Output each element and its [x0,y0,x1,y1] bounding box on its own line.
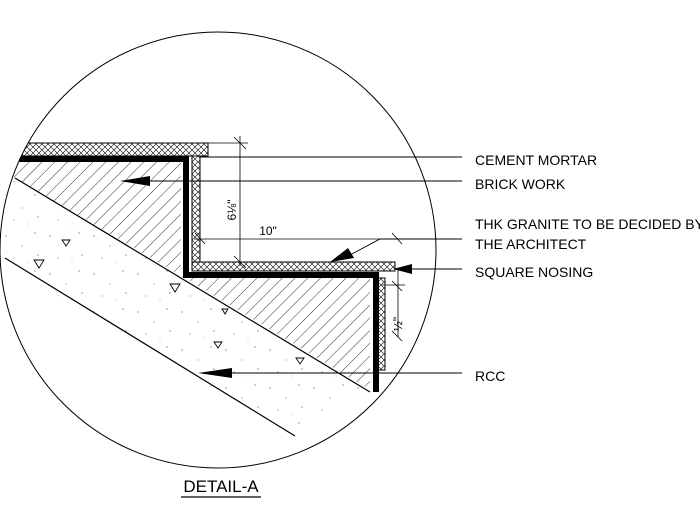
granite-riser [191,155,201,263]
rcc-bottom-edge [4,257,296,437]
nosing-dimension-text: ½" [391,317,405,331]
leader-granite [330,238,462,262]
label-granite-line2: THE ARCHITECT [475,236,587,252]
rcc-slab [0,170,370,436]
granite-tread-lower [191,261,396,272]
granite-tread-upper [0,142,209,157]
detail-circle [0,31,437,469]
concrete-aggregate-markers [33,239,305,365]
rcc-top-edge [14,177,371,393]
brick-work-upper [0,162,185,278]
riser-dimension [205,136,248,269]
label-brick-work: BRICK WORK [475,176,566,192]
tread-dimension-text: 10" [259,224,277,238]
label-cement-mortar: CEMENT MORTAR [475,152,597,168]
label-square-nosing: SQUARE NOSING [475,264,593,280]
granite-riser-lower [377,277,386,371]
label-rcc: RCC [475,368,505,384]
riser-dimension-text: 6⅛" [225,200,239,221]
cement-mortar-bed [0,156,379,392]
detail-title: DETAIL-A [183,477,259,496]
leader-brick-work [120,176,462,186]
leader-rcc [198,368,462,378]
nosing-dimension [382,270,405,342]
tread-dimension [194,232,403,245]
brick-work-lower [185,278,370,390]
leader-square-nosing [393,264,462,274]
label-granite-line1: THK GRANITE TO BE DECIDED BY [475,216,700,232]
